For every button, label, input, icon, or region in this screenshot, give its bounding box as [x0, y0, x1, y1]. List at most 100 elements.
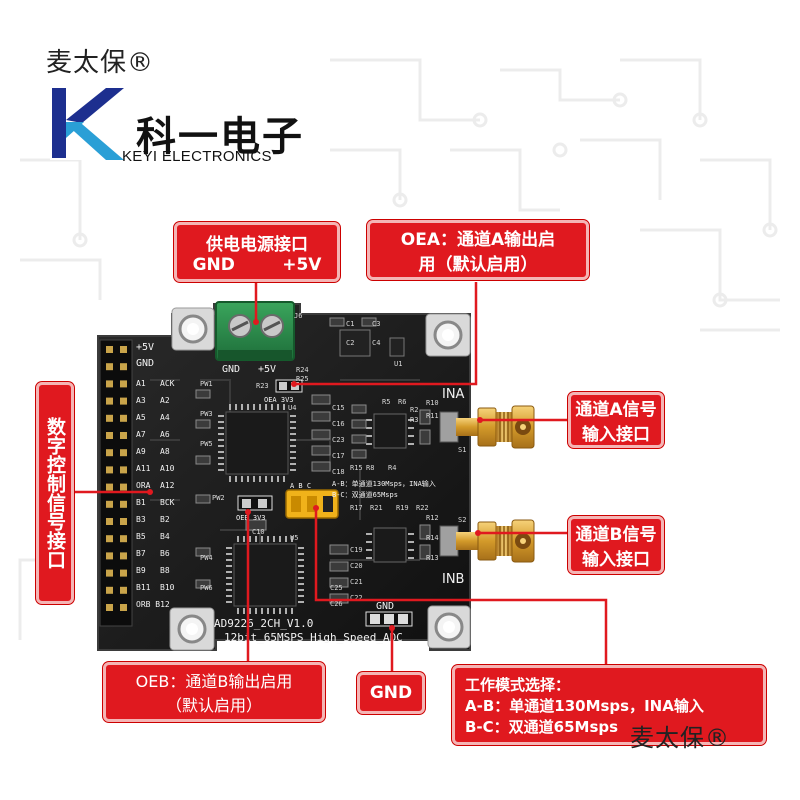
- silk-mode-1: A-B：单通道130Msps，INA输入: [332, 479, 436, 488]
- header-pin: [106, 449, 113, 457]
- leader-dot: [389, 625, 395, 631]
- pin-label-right: A2: [160, 396, 170, 405]
- silk-power-gnd: GND: [222, 364, 240, 375]
- component-designator: PW1: [200, 380, 213, 388]
- header-pin: [120, 535, 127, 543]
- chip-u5: [226, 536, 304, 614]
- brand-name-cn: 科一电子: [136, 114, 304, 160]
- header-pin: [106, 397, 113, 405]
- callout-mode-line2: A-B：单通道130Msps，INA输入: [465, 696, 704, 715]
- header-pin: [106, 432, 113, 439]
- pin-label-right: B8: [160, 566, 170, 575]
- callout-oeb-line1: OEB：通道B输出启用: [135, 672, 293, 691]
- watermark-bottom: 麦太保®: [630, 724, 730, 752]
- header-pin: [106, 346, 113, 353]
- silk-oea: OEA 3V3: [264, 396, 294, 404]
- brand-name-en: KEYI ELECTRONICS: [122, 148, 272, 165]
- pin-label-left: B7: [136, 549, 146, 558]
- header-pin: [120, 363, 127, 371]
- pin-label-left: A1: [136, 379, 146, 388]
- component-designator: C25: [330, 584, 343, 592]
- component-designator: C19: [350, 546, 363, 554]
- component-designator: PW3: [200, 410, 213, 418]
- sma-connector-b: [439, 519, 535, 563]
- header-pin: [106, 363, 113, 371]
- power-terminal: [215, 301, 295, 361]
- component-designator: C26: [330, 600, 343, 608]
- header-pin: [120, 586, 127, 594]
- callout-channel-a: 通道A信号 输入接口: [568, 392, 664, 448]
- callout-mode-line3: B-C：双通道65Msps: [465, 717, 619, 736]
- header-pin: [120, 483, 127, 491]
- pin-label-right: A4: [160, 413, 170, 422]
- pin-header: [99, 339, 133, 627]
- header-pin: [120, 569, 127, 577]
- silk-gnd: GND: [136, 358, 154, 369]
- passive-components: [195, 317, 431, 604]
- mounting-hole-br: [427, 605, 471, 649]
- leader-dot: [245, 509, 251, 515]
- pin-label-right: A8: [160, 447, 170, 456]
- component-designator: R21: [370, 504, 383, 512]
- callout-cha-line1: 通道A信号: [575, 400, 657, 420]
- pin-label-left: A7: [136, 430, 146, 439]
- mounting-hole-bl: [169, 607, 215, 651]
- silk-gnd-bottom: GND: [376, 601, 394, 612]
- component-designator: R15: [350, 464, 363, 472]
- component-designator: R17: [350, 504, 363, 512]
- component-designator: R25: [296, 375, 309, 383]
- component-designator: R8: [366, 464, 374, 472]
- component-designator: C3: [372, 320, 380, 328]
- mounting-hole-tr: [425, 313, 471, 357]
- header-pin: [120, 432, 127, 439]
- component-designator: R14: [426, 534, 439, 542]
- header-pin: [120, 397, 127, 405]
- header-pin: [106, 569, 113, 577]
- header-pin: [106, 414, 113, 422]
- header-pin: [106, 518, 113, 525]
- header-pin: [120, 414, 127, 422]
- pin-label-right: ACK: [160, 379, 175, 388]
- component-designator: S1: [458, 446, 466, 454]
- component-designator: PW6: [200, 584, 213, 592]
- header-pin: [106, 483, 113, 491]
- silk-jumper-abc: A B C: [290, 482, 311, 490]
- component-designator: R23: [256, 382, 269, 390]
- component-designator: C15: [332, 404, 345, 412]
- pin-label-left: ORB B12: [136, 600, 170, 609]
- pin-label-left: B3: [136, 515, 146, 524]
- header-pin: [120, 518, 127, 525]
- silk-title-1: AD9226_2CH_V1.0: [214, 617, 313, 630]
- component-designator: C2: [346, 339, 354, 347]
- pin-label-right: A6: [160, 430, 170, 439]
- silk-title-2: 12bit_65MSPS High_Speed_ADC: [224, 631, 403, 644]
- callout-power-line2: GND +5V: [192, 254, 322, 275]
- callout-gnd: GND: [357, 672, 425, 714]
- component-designator: R12: [426, 514, 439, 522]
- component-designator: PW5: [200, 440, 213, 448]
- jumper-oeb: [237, 495, 273, 511]
- header-pin: [106, 552, 113, 560]
- component-designator: R24: [296, 366, 309, 374]
- callout-oea-line2: 用（默认启用）: [418, 255, 538, 275]
- sma-connector-a: [439, 405, 535, 449]
- gnd-header: [365, 611, 413, 627]
- header-pin: [120, 466, 127, 474]
- silk-oeb: OEB 3V3: [236, 514, 266, 522]
- component-designator: C1: [346, 320, 354, 328]
- callout-oea-line1: OEA：通道A输出启: [400, 230, 556, 250]
- pin-label-left: B11: [136, 583, 151, 592]
- component-designator: R5: [382, 398, 390, 406]
- pin-label-right: B4: [160, 532, 170, 541]
- pin-label-left: A9: [136, 447, 146, 456]
- silk-power-5v: +5V: [258, 364, 276, 375]
- header-pin: [106, 380, 113, 388]
- pin-label-left: A11: [136, 464, 151, 473]
- component-designator: R6: [398, 398, 406, 406]
- chip-u4: [218, 404, 296, 482]
- leader-dot: [253, 319, 259, 325]
- header-pin: [120, 346, 127, 353]
- mounting-hole-tl: [171, 307, 215, 351]
- watermark-top: 麦太保®: [46, 48, 155, 78]
- pin-label-right: B10: [160, 583, 175, 592]
